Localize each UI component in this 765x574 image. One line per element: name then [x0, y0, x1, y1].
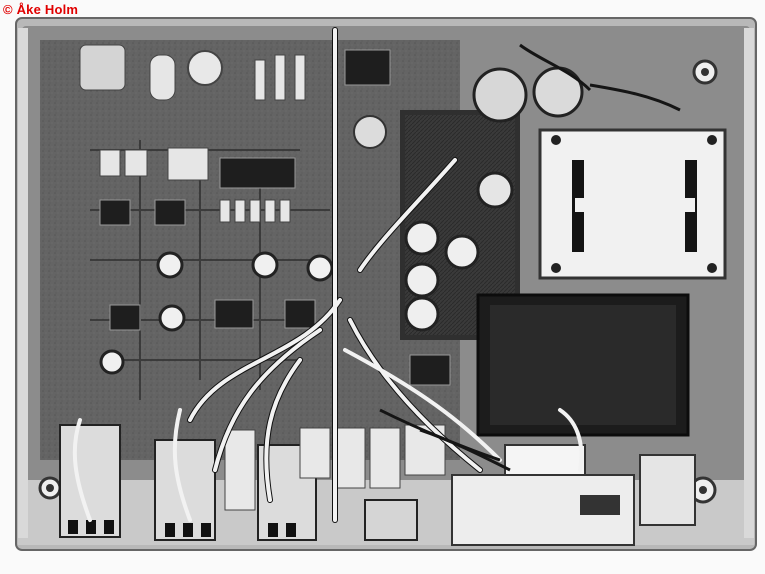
trimmer-pots: [99, 50, 334, 375]
ic-chips: [99, 49, 451, 386]
dark-wires: [379, 43, 681, 472]
component-rows: [79, 44, 306, 223]
photo-credit: © Åke Holm: [3, 2, 79, 17]
potted-module: [476, 293, 690, 437]
terminal-block: [451, 444, 696, 546]
transformer: [538, 128, 727, 280]
wiring: [72, 27, 584, 523]
capacitors: [353, 66, 584, 332]
